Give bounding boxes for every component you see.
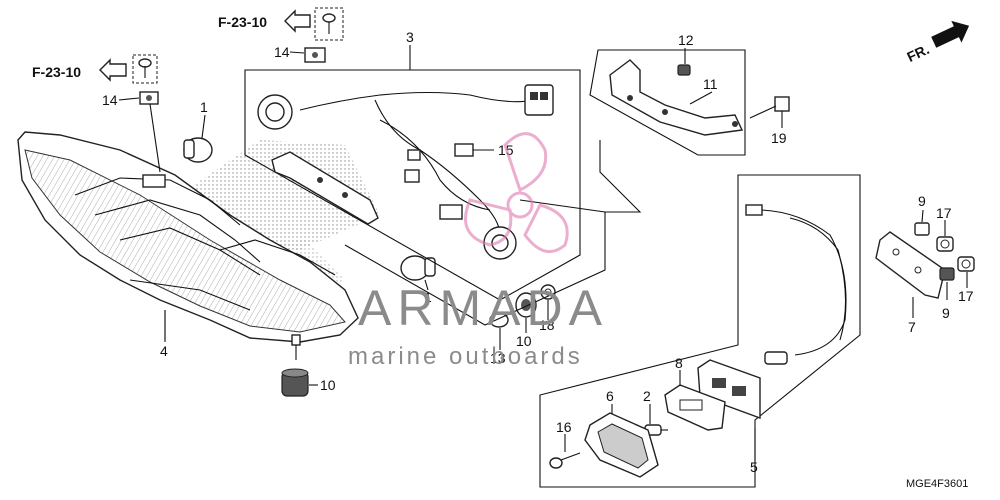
watermark-tagline: marine outboards [348, 343, 583, 370]
callout-1-upper: 1 [200, 99, 208, 115]
harness-plate [271, 151, 379, 225]
arrow-right-icon [931, 20, 970, 48]
watermark-brand: ARMADA [358, 280, 608, 336]
callout-7: 7 [908, 319, 916, 335]
bolt-19 [749, 96, 790, 119]
callout-14-top: 14 [274, 44, 290, 60]
nut-17-lower [957, 256, 975, 272]
callout-2: 2 [643, 388, 651, 404]
callout-5: 5 [750, 459, 758, 475]
callout-6: 6 [606, 388, 614, 404]
nut-9-upper [914, 222, 930, 236]
ref-f-23-10-top: F-23-10 [218, 14, 267, 30]
callout-9-upper: 9 [918, 193, 926, 209]
taillight-assembly [17, 131, 359, 360]
callout-3: 3 [406, 29, 414, 45]
license-light-bracket [539, 174, 861, 488]
callout-8: 8 [675, 355, 683, 371]
arrow-left-icon-top [284, 9, 311, 33]
clip-15 [454, 143, 474, 157]
front-direction-indicator: FR. [904, 20, 970, 65]
callout-10: 10 [320, 377, 336, 393]
socket-housing [697, 359, 761, 420]
grommet-10 [515, 292, 537, 318]
clip-nut-left [139, 91, 159, 105]
harness-bracket [244, 69, 581, 301]
callout-17-upper: 17 [936, 205, 952, 221]
callout-17-lower: 17 [958, 288, 974, 304]
callout-12: 12 [678, 32, 694, 48]
nut-12 [677, 64, 691, 76]
screw-16 [549, 452, 581, 469]
front-label: FR. [904, 41, 931, 65]
callout-4: 4 [160, 343, 168, 359]
screw-top [314, 7, 344, 41]
watermark-logo-icon [464, 132, 569, 254]
grommet-lower [281, 368, 309, 397]
lens-6 [584, 412, 659, 478]
washer-18 [540, 284, 556, 300]
diagram-code: MGE4F3601 [906, 478, 968, 490]
gasket-7 [875, 231, 946, 299]
nut-9-lower [939, 267, 955, 281]
callout-18: 18 [539, 317, 555, 333]
bulb-lower [400, 255, 436, 281]
callout-19: 19 [771, 130, 787, 146]
arrow-left-icon [99, 58, 127, 82]
screw-left [132, 54, 158, 84]
callout-10-mid: 10 [516, 333, 532, 349]
callout-14-left: 14 [102, 92, 118, 108]
callout-16: 16 [556, 419, 572, 435]
callout-9-lower: 9 [942, 305, 950, 321]
callout-13: 13 [490, 350, 506, 366]
ref-f-23-10-left: F-23-10 [32, 64, 81, 80]
nut-17-upper [936, 236, 954, 252]
callout-1-lower: 1 [424, 289, 432, 305]
watermark: ARMADA marine outboards [348, 132, 608, 370]
bracket-11 [609, 59, 744, 136]
callout-11: 11 [703, 76, 718, 92]
bulb-upper [183, 137, 213, 163]
license-light-wire [745, 204, 847, 365]
clip-nut-top [304, 47, 326, 63]
